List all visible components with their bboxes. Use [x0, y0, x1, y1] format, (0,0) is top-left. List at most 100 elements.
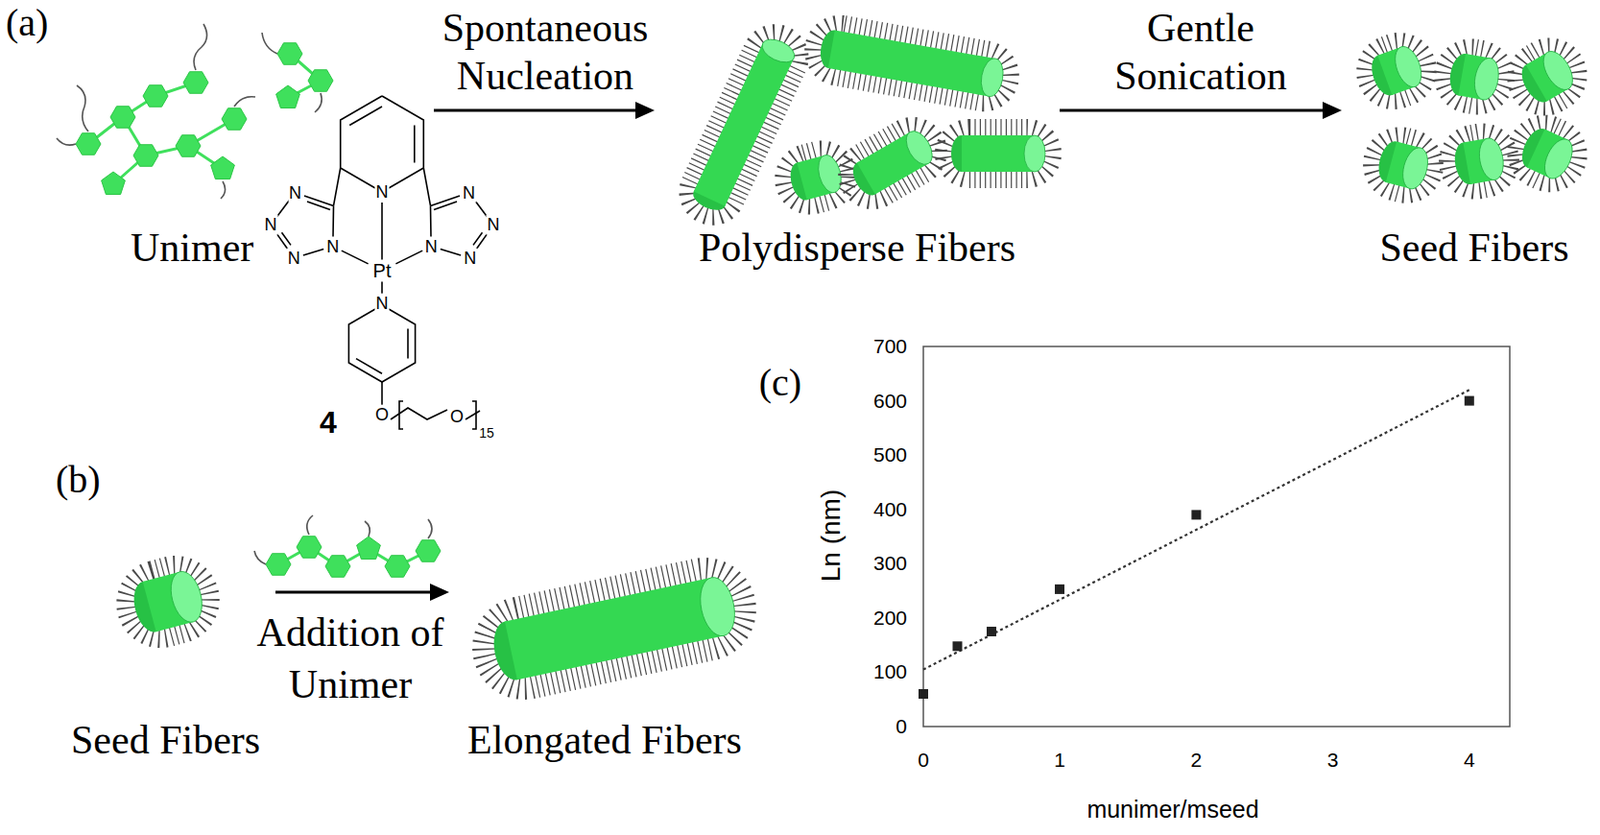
fiber-illustration [690, 28, 1046, 215]
line-chart [923, 389, 1470, 669]
chemical-structure [399, 401, 477, 430]
atom-label: N [287, 182, 303, 203]
seed-illustration [1516, 123, 1578, 183]
fiber-illustration [847, 126, 937, 200]
fiber-illustration [695, 573, 741, 640]
line-chart [1464, 396, 1475, 406]
seed-illustration [1389, 43, 1427, 92]
seed-illustration [1374, 138, 1433, 192]
tick-label: 2 [1191, 748, 1203, 772]
process-arrow [1059, 101, 1342, 120]
seed-illustration [166, 568, 208, 626]
panel-letter: (c) [759, 360, 802, 406]
tick-label: 200 [873, 606, 908, 630]
tick-label: 1 [1053, 748, 1066, 772]
atom-label: O [374, 405, 390, 426]
fiber-illustration [690, 34, 799, 215]
fiber-illustration [951, 135, 1046, 172]
fiber-illustration [488, 573, 740, 683]
fiber-illustration [758, 34, 798, 67]
arrow-head [635, 101, 655, 120]
unimer-illustration [75, 133, 101, 156]
atom-label: N [486, 214, 502, 236]
unimer-illustration [415, 540, 441, 563]
chemical-structure [433, 201, 483, 245]
seed-illustration [1537, 46, 1579, 95]
seed-illustration [1366, 43, 1427, 99]
unimer-illustration [56, 23, 334, 199]
atom-label: N [286, 248, 302, 269]
fiber-illustration [817, 28, 1006, 99]
line-chart [918, 689, 929, 699]
chemical-structure [382, 382, 480, 420]
stage-caption: Polydisperse Fibers [698, 225, 1016, 270]
seed-illustration [128, 568, 208, 636]
seed-illustration [128, 568, 208, 636]
seed-illustration [1366, 43, 1427, 99]
axis-title: Ln (nm) [815, 489, 847, 582]
arrow-line [275, 591, 430, 595]
chemical-structure [356, 328, 408, 374]
unimer-illustration [221, 108, 247, 131]
unimer-illustration [296, 536, 322, 559]
tick-label: 4 [1463, 748, 1476, 772]
atom-label: Pt [372, 260, 393, 283]
unimer-illustration [254, 515, 441, 577]
panel-letter: (a) [5, 0, 48, 46]
atom-label: O [449, 406, 465, 428]
tick-label: 600 [873, 389, 908, 413]
seed-illustration [1452, 136, 1507, 187]
stage-caption: Seed Fibers [71, 717, 261, 763]
process-arrow [433, 101, 655, 120]
seed-illustration [1516, 123, 1578, 183]
fiber-illustration [504, 577, 724, 680]
panel-letter: (b) [55, 457, 101, 502]
fiber-illustration [488, 573, 740, 683]
unimer-illustration [88, 82, 235, 185]
stage-caption: Seed Fibers [1379, 225, 1569, 270]
atom-label: N [462, 248, 478, 269]
seed-illustration [1515, 46, 1578, 107]
tick-label: 400 [873, 498, 908, 522]
atom-label: N [461, 182, 477, 203]
seed-illustration [1471, 56, 1502, 102]
tick-label: 3 [1327, 748, 1339, 772]
unimer-illustration [308, 70, 334, 93]
chemical-structure [334, 167, 431, 206]
compound-number: 4 [319, 405, 337, 441]
unimer-illustration [265, 553, 291, 576]
line-chart [1054, 584, 1065, 595]
chemical-structure [282, 201, 332, 245]
line-chart [918, 346, 1510, 727]
unimer-illustration [143, 85, 168, 108]
chemical-structure [340, 95, 425, 189]
unimer-illustration [384, 555, 410, 578]
atom-label: N [263, 214, 279, 236]
stage-caption: Elongated Fibers [467, 717, 742, 763]
fiber-illustration [488, 573, 740, 683]
fiber-illustration [787, 152, 846, 203]
unimer-illustration [101, 171, 126, 195]
seed-illustration [1515, 46, 1578, 107]
arrow-line [1059, 109, 1323, 113]
arrow-label: Gentle Sonication [1085, 3, 1316, 100]
seed-illustration [1447, 51, 1503, 102]
seed-illustration [1452, 136, 1507, 187]
unimer-illustration [357, 536, 382, 560]
chemical-structure [430, 195, 489, 256]
atom-label: N [424, 236, 439, 257]
stage-box: Polydisperse Fibers [656, 11, 1058, 276]
fiber-illustration [978, 56, 1006, 98]
stage-box: Unimer [57, 11, 432, 276]
unimer-illustration [133, 144, 159, 168]
seed-illustration [1539, 134, 1578, 183]
chemical-structure [349, 106, 415, 164]
unimer-illustration [277, 43, 303, 66]
chemical-structure [276, 95, 489, 430]
unimer-illustration [183, 71, 209, 95]
seed-illustration [1398, 144, 1433, 192]
stage-caption: Unimer [130, 225, 254, 270]
